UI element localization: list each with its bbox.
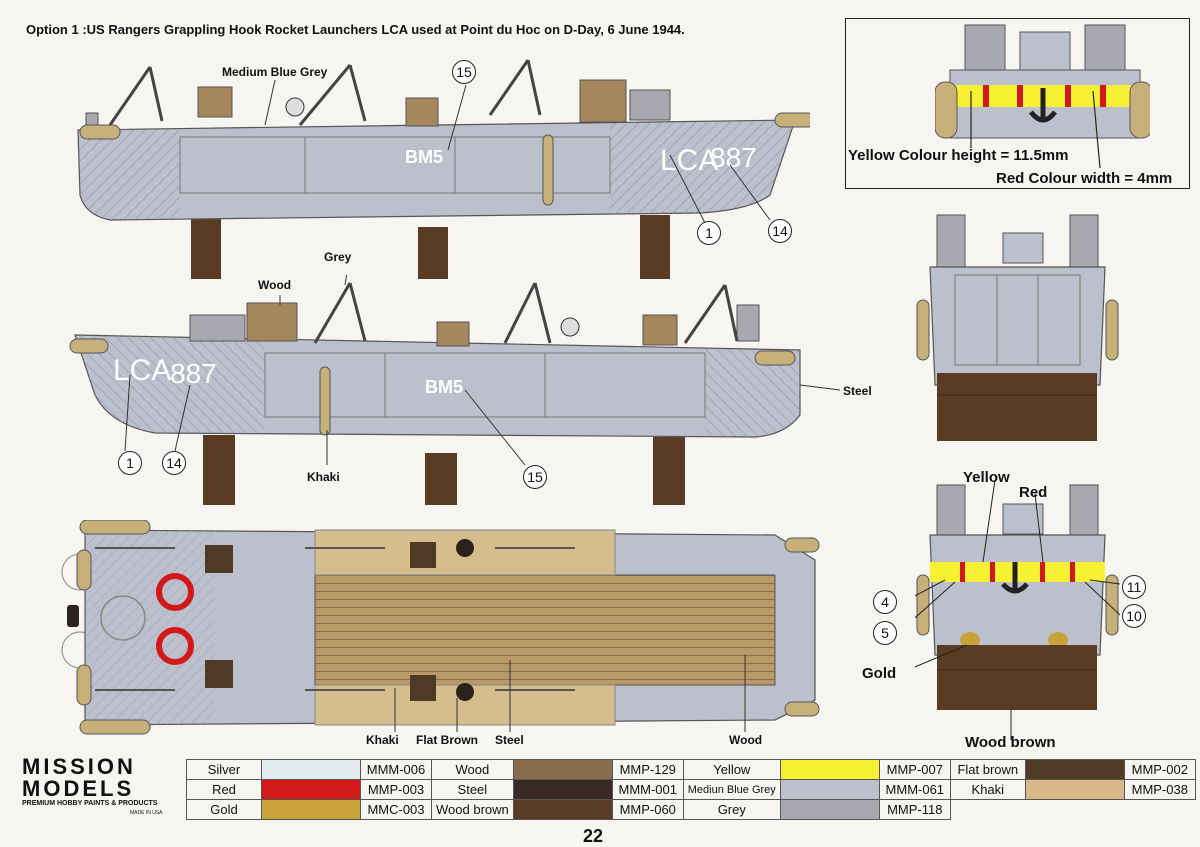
legend-paint-name: Yellow <box>682 759 781 780</box>
logo-line-2: MODELS <box>22 776 135 801</box>
page-title: Option 1 :US Rangers Grappling Hook Rock… <box>26 22 685 37</box>
legend-paint-name: Khaki <box>949 779 1026 800</box>
callout-14-side: 14 <box>162 451 186 475</box>
label-medium-blue-grey: Medium Blue Grey <box>222 65 328 79</box>
front-view-plain <box>916 214 1119 441</box>
side-view-starboard: BM5 LCA 887 <box>77 59 810 279</box>
legend-paint-name: Wood brown <box>431 799 514 820</box>
logo-line-1: MISSION <box>22 754 136 779</box>
callout-11: 11 <box>1122 575 1146 599</box>
callout-1-top: 1 <box>697 221 721 245</box>
label-steel-side: Steel <box>843 384 872 398</box>
logo-tagline: PREMIUM HOBBY PAINTS & PRODUCTS <box>22 800 158 807</box>
legend-paint-code: MMM-001 <box>611 779 684 800</box>
legend-paint-code: MMP-003 <box>360 779 432 800</box>
callout-5: 5 <box>873 621 897 645</box>
callout-10: 10 <box>1122 604 1146 628</box>
label-yellow-front: Yellow <box>963 469 1010 486</box>
label-khaki-top: Khaki <box>366 733 399 747</box>
legend-color-swatch <box>512 759 613 780</box>
label-steel-top: Steel <box>495 733 524 747</box>
legend-paint-name: Red <box>186 779 262 800</box>
label-khaki-side: Khaki <box>307 470 340 484</box>
label-wood-top: Wood <box>729 733 763 747</box>
label-grey: Grey <box>324 250 352 264</box>
hull-code-marking-1: BM5 <box>405 147 443 167</box>
legend-color-swatch <box>779 779 880 800</box>
legend-color-swatch <box>261 799 361 820</box>
front-view-marked <box>915 480 1120 740</box>
legend-color-swatch <box>779 759 880 780</box>
legend-paint-name: Silver <box>186 759 262 780</box>
hull-number-marking-1: 887 <box>710 142 757 173</box>
callout-4: 4 <box>873 590 897 614</box>
legend-paint-name: Steel <box>431 779 514 800</box>
callout-15-side: 15 <box>523 465 547 489</box>
callout-1-side: 1 <box>118 451 142 475</box>
color-dimension-box <box>845 18 1190 189</box>
legend-color-swatch <box>261 759 361 780</box>
legend-paint-code: MMP-007 <box>878 759 951 780</box>
top-view <box>61 520 820 735</box>
legend-paint-code: MMP-002 <box>1123 759 1196 780</box>
page-number: 22 <box>583 826 604 846</box>
side-view-port: LCA 887 BM5 <box>69 275 841 505</box>
red-width-note: Red Colour width = 4mm <box>996 170 1173 187</box>
legend-color-swatch <box>779 799 880 820</box>
callout-14-top: 14 <box>768 219 792 243</box>
legend-paint-name: Flat brown <box>949 759 1026 780</box>
legend-paint-code: MMP-118 <box>878 799 951 820</box>
logo-made-in: MADE IN USA <box>130 810 163 816</box>
legend-paint-code: MMP-129 <box>611 759 684 780</box>
hull-lca-marking-2: LCA <box>113 354 171 387</box>
label-wood-side: Wood <box>258 278 292 292</box>
legend-paint-code: MMM-061 <box>878 779 951 800</box>
hull-code-marking-2: BM5 <box>425 377 463 397</box>
legend-color-swatch <box>512 779 613 800</box>
legend-color-swatch <box>512 799 613 820</box>
label-gold-front: Gold <box>862 665 897 682</box>
label-wood-brown-front: Wood brown <box>965 734 1056 751</box>
legend-paint-name: Gold <box>186 799 262 820</box>
legend-paint-code: MMP-060 <box>611 799 684 820</box>
legend-paint-name: Wood <box>431 759 514 780</box>
legend-paint-name: Grey <box>682 799 781 820</box>
front-detail-view <box>935 24 1150 139</box>
yellow-height-note: Yellow Colour height = 11.5mm <box>848 147 1069 164</box>
brand-logo: MISSION MODELS <box>22 756 136 800</box>
legend-color-swatch <box>1024 759 1125 780</box>
legend-color-swatch <box>1024 779 1125 800</box>
legend-color-swatch <box>261 779 361 800</box>
legend-paint-code: MMM-006 <box>360 759 432 780</box>
legend-paint-code: MMC-003 <box>360 799 432 820</box>
label-flat-brown-top: Flat Brown <box>416 733 478 747</box>
hull-number-marking-2: 887 <box>170 358 217 389</box>
legend-paint-code: MMP-038 <box>1123 779 1196 800</box>
info-leader-lines <box>970 90 1101 169</box>
label-red-front: Red <box>1019 484 1048 501</box>
callout-15-top: 15 <box>452 60 476 84</box>
legend-empty-cell <box>950 800 1195 820</box>
hull-lca-marking-1: LCA <box>660 144 718 177</box>
legend-paint-name: Mediun Blue Grey <box>682 779 781 800</box>
